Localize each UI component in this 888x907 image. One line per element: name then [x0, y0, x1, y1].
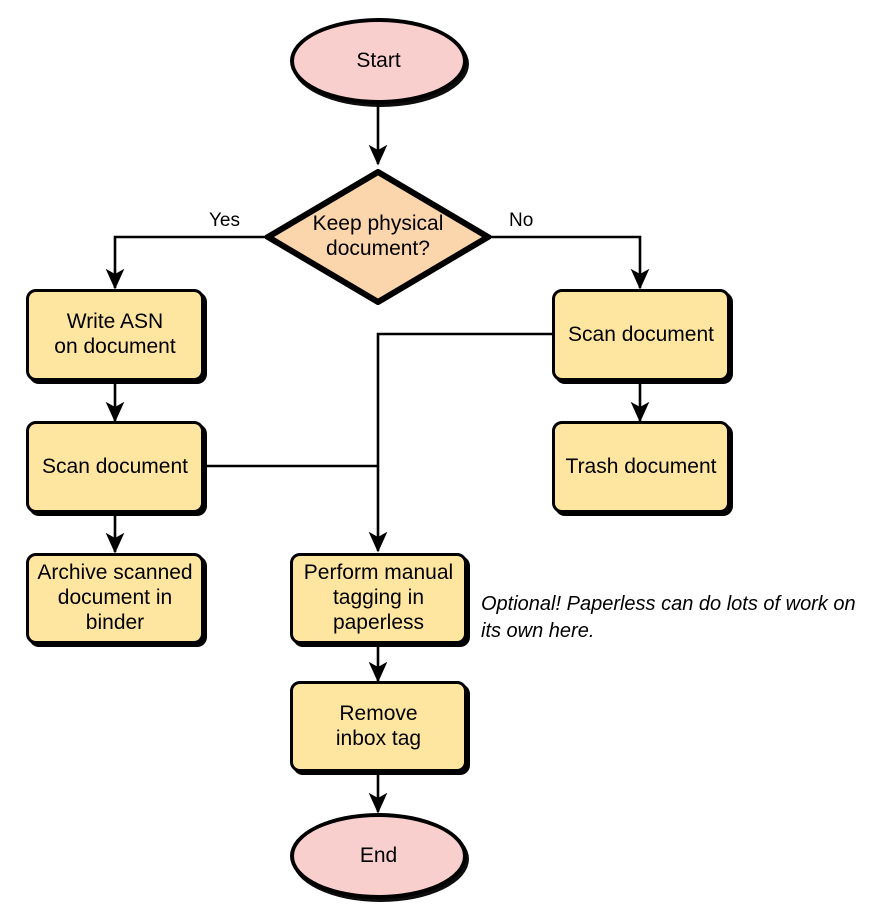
node-trash-document-label: Trash document [565, 454, 717, 478]
node-keep-physical-document[interactable]: Keep physical document? [265, 169, 491, 305]
edge-no-to-scan-right [491, 235, 650, 290]
node-start-label: Start [356, 48, 401, 72]
node-archive-scanned-document-label: Archive scanned document in binder [37, 561, 193, 634]
node-scan-document-right[interactable]: Scan document [552, 289, 730, 381]
annotation-optional-note: Optional! Paperless can do lots of work … [481, 593, 856, 642]
node-remove-inbox-tag[interactable]: Remove inbox tag [290, 681, 467, 772]
node-perform-manual-tagging-label: Perform manual tagging in paperless [303, 561, 454, 634]
node-scan-document-right-label: Scan document [568, 322, 714, 346]
node-archive-scanned-document[interactable]: Archive scanned document in binder [26, 553, 204, 644]
edge-scan-right-to-tagging [368, 332, 552, 553]
node-end-label: End [359, 843, 398, 867]
diamond-shape [265, 169, 491, 305]
node-scan-document-left-label: Scan document [42, 454, 188, 478]
node-write-asn-on-document-label: Write ASN on document [54, 310, 176, 358]
node-scan-document-left[interactable]: Scan document [26, 421, 204, 513]
node-end[interactable]: End [290, 813, 467, 899]
node-start[interactable]: Start [290, 18, 467, 104]
edge-yes-to-write-asn [105, 235, 265, 290]
edge-label-no: No [509, 210, 534, 231]
node-keep-physical-document-label: Keep physical document? [312, 212, 444, 260]
node-remove-inbox-tag-label: Remove inbox tag [335, 701, 422, 750]
node-trash-document[interactable]: Trash document [552, 421, 730, 513]
node-write-asn-on-document[interactable]: Write ASN on document [26, 289, 204, 381]
node-perform-manual-tagging[interactable]: Perform manual tagging in paperless [290, 553, 467, 644]
edge-label-yes: Yes [209, 210, 240, 231]
